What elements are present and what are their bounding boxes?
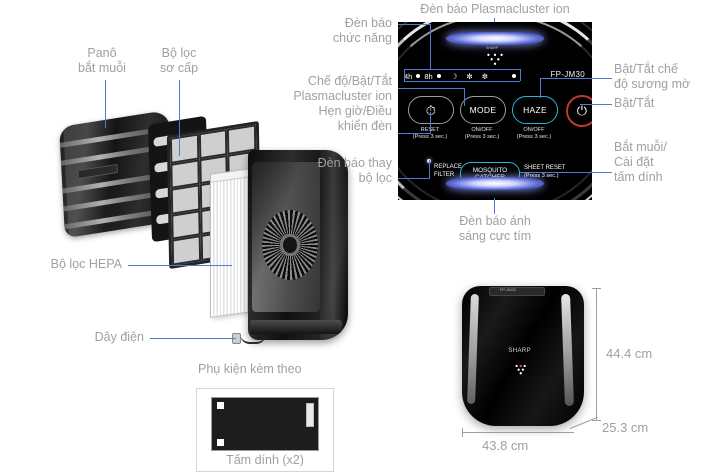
leader-power-cord bbox=[150, 338, 236, 340]
power-button[interactable]: ⏻ bbox=[566, 95, 592, 127]
model-number: FP-JM30 bbox=[550, 70, 585, 79]
sheet-pull-tab bbox=[306, 403, 314, 427]
blower-fan-icon bbox=[262, 210, 318, 280]
height-value: 44.4 cm bbox=[606, 346, 653, 361]
filter-cell bbox=[171, 235, 201, 266]
main-unit-body-image bbox=[248, 150, 348, 340]
mode-onoff-label: ON/OFF bbox=[471, 127, 493, 133]
reset-note: (Press 3 sec.) bbox=[412, 134, 448, 140]
depth-dim-line bbox=[569, 416, 599, 429]
height-dim-line bbox=[596, 288, 597, 420]
accessory-heading: Phụ kiện kèm theo bbox=[198, 362, 302, 376]
moon-icon: ☽ bbox=[450, 71, 458, 81]
plasmacluster-logo-icon bbox=[514, 364, 528, 376]
leader-plasmacluster-mode-v bbox=[464, 88, 466, 106]
leader-uv-light bbox=[494, 198, 496, 214]
sharp-text-mark: SHARP bbox=[486, 46, 499, 50]
unit-highlight-right bbox=[561, 293, 574, 407]
leader-haze-h bbox=[540, 78, 612, 80]
power-cord-image bbox=[240, 330, 266, 344]
indicator-4h: 4h bbox=[404, 71, 413, 81]
leader-hepa-filter bbox=[128, 265, 232, 267]
timer-icon: ⏱ bbox=[425, 102, 437, 118]
exploded-product-view bbox=[0, 0, 360, 380]
label-power: Bật/Tắt bbox=[614, 96, 655, 110]
unit-top-label: FP-JM30 bbox=[499, 287, 517, 292]
unit-top-panel bbox=[488, 287, 545, 296]
fan-speed-icon-1: ✼ bbox=[466, 71, 473, 81]
leader-indicator-left-edge bbox=[404, 69, 406, 81]
brand-logo: SHARP bbox=[508, 347, 532, 354]
mode-onoff-sublabel: ON/OFF (Press 3 sec.) bbox=[454, 127, 510, 141]
accessory-box: Tấm dính (x2) bbox=[196, 388, 334, 472]
label-haze-mode: Bật/Tắt chế độ sương mờ bbox=[614, 62, 691, 91]
label-mosquito-panel: Panô bắt muỗi bbox=[78, 46, 126, 75]
accessory-caption: Tấm dính (x2) bbox=[226, 453, 304, 467]
width-dim-line bbox=[462, 432, 574, 433]
haze-button-label: HAZE bbox=[523, 105, 547, 115]
indicator-status-dot bbox=[512, 74, 517, 78]
depth-value: 25.3 cm bbox=[602, 420, 649, 435]
sticky-sheet-image bbox=[211, 397, 319, 451]
sheet-corner-mark bbox=[217, 439, 224, 446]
label-mosquito-sheet: Bắt muỗi/ Cài đặt tấm dính bbox=[614, 140, 667, 184]
label-replace-filter-indicator: Đèn báo thay bộ lọc bbox=[317, 156, 392, 185]
power-icon: ⏻ bbox=[576, 103, 588, 118]
haze-onoff-label: ON/OFF bbox=[523, 127, 545, 133]
label-pre-filter: Bộ lọc sơ cấp bbox=[159, 46, 199, 75]
leader-mosquito-sheet bbox=[520, 172, 612, 174]
mode-button-label: MODE bbox=[469, 105, 497, 115]
plasmacluster-ion-light-top bbox=[446, 32, 544, 45]
leader-indicator-row-top bbox=[404, 69, 520, 71]
leader-function-indicator-v bbox=[430, 24, 432, 70]
haze-onoff-note: (Press 3 sec.) bbox=[516, 134, 552, 140]
leader-timer-v bbox=[430, 112, 432, 134]
indicator-4h-dot bbox=[416, 74, 421, 78]
product-front-image: FP-JM30 SHARP bbox=[462, 286, 584, 426]
sheet-corner-mark bbox=[217, 402, 224, 409]
width-value: 43.8 cm bbox=[482, 438, 529, 453]
leader-pre-filter bbox=[179, 80, 181, 156]
leader-function-indicator-h bbox=[398, 24, 430, 26]
leader-replace-filter-v bbox=[429, 160, 431, 179]
uv-light-indicator-bottom bbox=[446, 177, 544, 190]
mosquito-catcher-line1: MOSQUITO bbox=[472, 166, 508, 174]
label-uv-light: Đèn báo ánh sáng cực tím bbox=[458, 214, 532, 243]
leader-timer-h bbox=[398, 133, 430, 135]
leader-indicator-row-bottom bbox=[404, 81, 520, 83]
unit-highlight-left bbox=[467, 293, 479, 405]
label-plasmacluster-mode: Chế độ/Bật/Tắt Plasmacluster ion bbox=[293, 74, 392, 103]
width-dim-cap-left bbox=[462, 428, 463, 437]
mode-button[interactable]: MODE bbox=[460, 96, 506, 124]
control-panel[interactable]: SHARP 4h 8h ☽ ✼ ✼ FP-JM30 ⏱ MODE HAZE ⏻ … bbox=[398, 22, 592, 200]
sheet-reset-note: (Press 3 sec.) bbox=[524, 172, 559, 179]
indicator-8h: 8h bbox=[424, 71, 433, 81]
mode-onoff-note: (Press 3 sec.) bbox=[464, 134, 500, 140]
dimension-diagram: FP-JM30 SHARP 44.4 cm 43.8 cm 25.3 cm bbox=[430, 272, 715, 474]
height-dim-cap-bottom bbox=[592, 420, 601, 421]
leader-plasmacluster-mode-h bbox=[398, 88, 464, 90]
sheet-reset-sublabel: SHEET RESET (Press 3 sec.) bbox=[524, 165, 566, 180]
fan-speed-icon-2: ✼ bbox=[481, 71, 489, 81]
haze-button[interactable]: HAZE bbox=[512, 96, 558, 124]
replace-filter-label: REPLACE FILTER bbox=[434, 164, 463, 178]
haze-onoff-sublabel: ON/OFF (Press 3 sec.) bbox=[506, 127, 562, 141]
sharp-logo-icon bbox=[484, 52, 506, 66]
indicator-8h-dot bbox=[436, 74, 441, 78]
leader-power-h bbox=[580, 104, 612, 106]
sheet-reset-label: SHEET RESET bbox=[524, 165, 566, 171]
unit-gloss bbox=[320, 150, 346, 340]
label-hepa-filter: Bộ lọc HEPA bbox=[50, 257, 122, 271]
indicator-row: 4h 8h ☽ ✼ ✼ bbox=[404, 70, 564, 82]
leader-indicator-right-edge bbox=[520, 69, 522, 81]
label-timer-light: Hẹn giờ/Điều khiển đèn bbox=[318, 104, 392, 133]
height-dim-cap-top bbox=[592, 288, 601, 289]
unit-base bbox=[250, 320, 342, 334]
label-power-cord: Dây điện bbox=[94, 330, 144, 344]
label-plasmacluster-ion: Đèn báo Plasmacluster ion bbox=[420, 2, 570, 16]
label-function-indicator: Đèn báo chức năng bbox=[332, 16, 392, 45]
leader-mosquito-panel bbox=[105, 80, 107, 128]
leader-haze-v bbox=[540, 78, 542, 98]
leader-replace-filter-h bbox=[398, 178, 429, 180]
